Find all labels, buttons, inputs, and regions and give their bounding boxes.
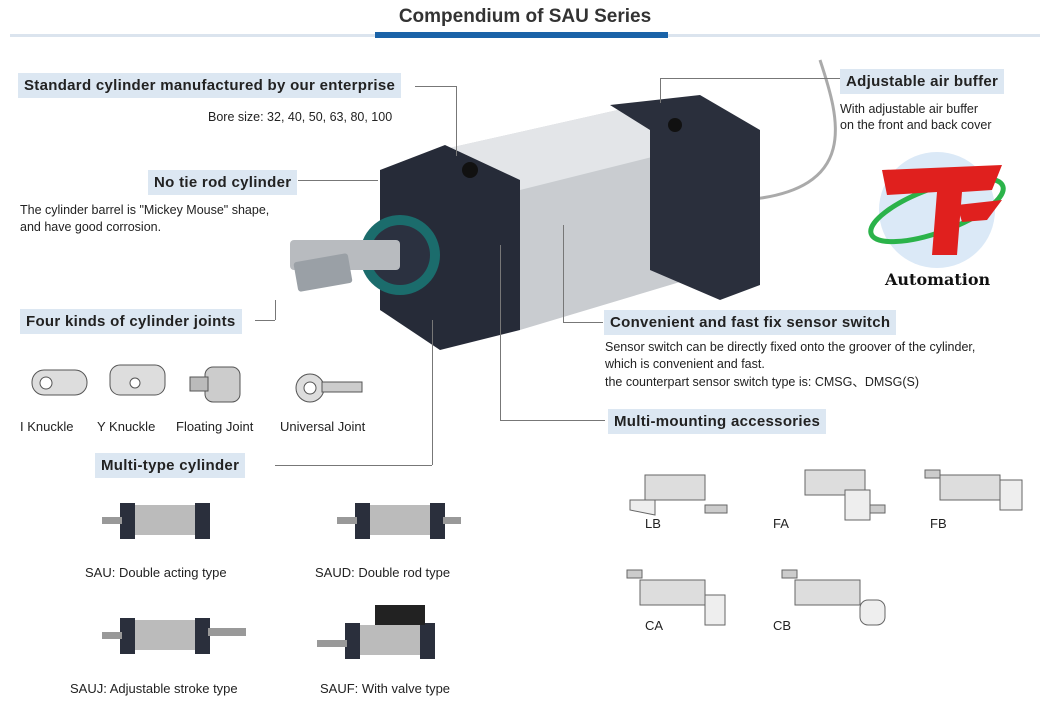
air-buffer-label: Adjustable air buffer — [840, 69, 1005, 94]
connector-line — [275, 300, 276, 320]
joints-label: Four kinds of cylinder joints — [20, 309, 242, 334]
sensor-desc-3: the counterpart sensor switch type is: C… — [605, 375, 919, 389]
sensor-desc-1: Sensor switch can be directly fixed onto… — [605, 340, 976, 354]
type-caption: SAU: Double acting type — [85, 565, 227, 580]
mount-caption: CA — [645, 618, 664, 633]
bore-size-text: Bore size: 32, 40, 50, 63, 80, 100 — [208, 110, 393, 124]
connector-line — [255, 320, 275, 321]
fb-mount-image — [924, 469, 1023, 511]
cb-mount-image — [781, 569, 886, 626]
universal-joint-icon — [295, 373, 363, 403]
air-buffer-desc-1: With adjustable air buffer — [840, 102, 979, 116]
page-title: Compendium of SAU Series — [398, 6, 652, 27]
sau-cylinder-image — [102, 503, 210, 539]
connector-line — [456, 86, 457, 156]
automation-logo — [868, 152, 1006, 268]
connector-line — [563, 225, 564, 322]
connector-line — [298, 180, 378, 181]
type-caption: SAUD: Double rod type — [315, 565, 451, 580]
title-accent-bar — [375, 32, 668, 38]
i-knuckle-icon — [31, 369, 88, 396]
connector-line — [432, 320, 433, 465]
sensor-desc-2: which is convenient and fast. — [605, 357, 765, 371]
lb-mount-image — [629, 474, 728, 516]
standard-cylinder-label: Standard cylinder manufactured by our en… — [18, 73, 402, 98]
no-tie-rod-desc-2: and have good corrosion. — [20, 220, 162, 234]
joint-caption: Y Knuckle — [97, 419, 156, 434]
connector-line — [500, 420, 605, 421]
type-caption: SAUJ: Adjustable stroke type — [70, 681, 238, 696]
ca-mount-image — [626, 569, 726, 626]
y-knuckle-icon — [109, 364, 166, 396]
sensor-switch-label: Convenient and fast fix sensor switch — [604, 310, 897, 335]
multi-type-label: Multi-type cylinder — [95, 453, 246, 478]
sauf-cylinder-image — [317, 605, 435, 659]
logo-text: Automation — [885, 270, 991, 289]
no-tie-rod-desc-1: The cylinder barrel is "Mickey Mouse" sh… — [20, 203, 270, 217]
floating-joint-icon — [189, 366, 241, 403]
connector-line — [563, 322, 603, 323]
mount-caption: LB — [645, 516, 661, 531]
connector-line — [415, 86, 457, 87]
connector-line — [660, 78, 840, 79]
joint-caption: Floating Joint — [176, 419, 254, 434]
type-caption: SAUF: With valve type — [320, 681, 451, 696]
connector-line — [275, 465, 432, 466]
sauj-cylinder-image — [102, 618, 246, 654]
mount-caption: CB — [773, 618, 792, 633]
connector-line — [660, 78, 661, 103]
connector-line — [500, 245, 501, 420]
fa-mount-image — [804, 469, 886, 521]
air-buffer-desc-2: on the front and back cover — [840, 118, 992, 132]
saud-cylinder-image — [337, 503, 461, 539]
no-tie-rod-label: No tie rod cylinder — [148, 170, 298, 195]
mount-caption: FA — [773, 516, 789, 531]
joint-caption: I Knuckle — [20, 419, 74, 434]
joint-caption: Universal Joint — [280, 419, 366, 434]
mount-caption: FB — [930, 516, 947, 531]
mounting-label: Multi-mounting accessories — [608, 409, 827, 434]
